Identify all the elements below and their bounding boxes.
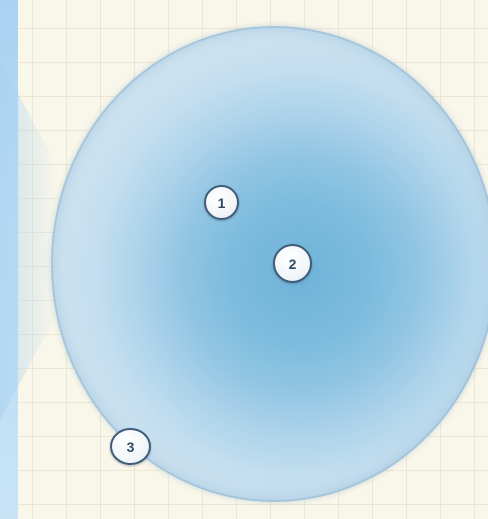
- marker-1: 1: [204, 185, 239, 220]
- marker-3-label: 3: [127, 440, 135, 454]
- marker-1-label: 1: [218, 196, 226, 210]
- sphere-rim: [51, 26, 488, 502]
- marker-2-label: 2: [289, 257, 297, 271]
- marker-3: 3: [110, 428, 151, 465]
- marker-2: 2: [273, 244, 312, 283]
